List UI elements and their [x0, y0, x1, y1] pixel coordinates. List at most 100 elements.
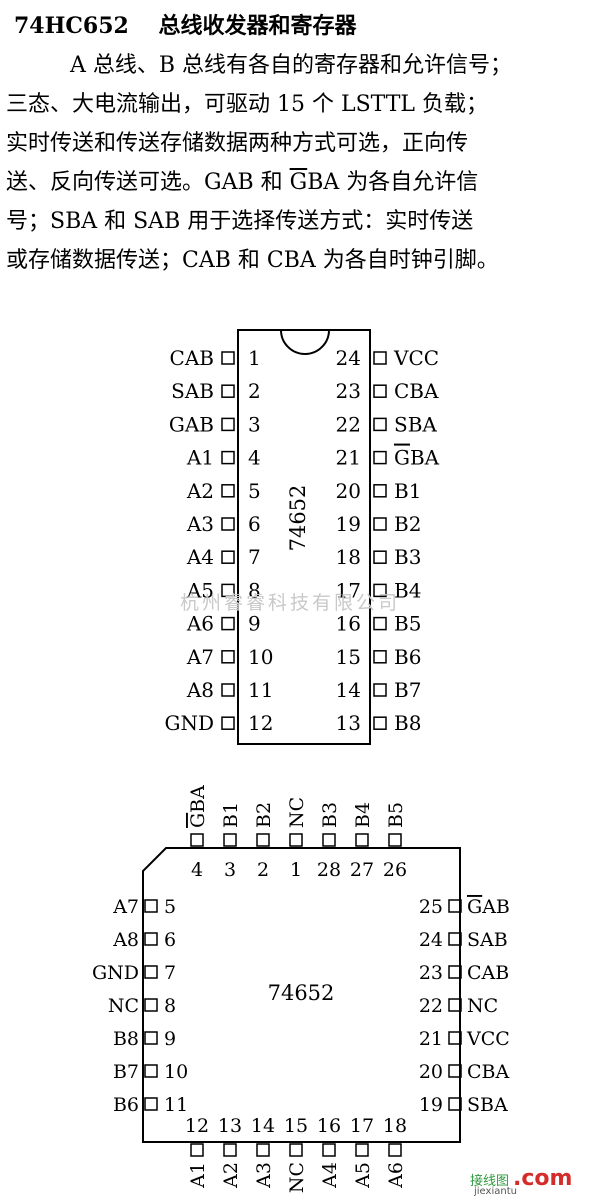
pin-number: 21: [336, 446, 361, 470]
pin-pad: [256, 1143, 270, 1157]
pin-pad: [373, 583, 387, 598]
pin-label: B2: [394, 512, 421, 536]
pin-number: 16: [317, 1115, 341, 1137]
pin-label: CAB: [170, 346, 214, 370]
pin-label: GND: [92, 962, 139, 984]
pin-label: A6: [385, 1162, 407, 1189]
pin-number: 19: [336, 512, 361, 536]
pin-pad: [448, 1097, 462, 1111]
pin-label: CBA: [394, 379, 439, 403]
description-line: 或存储数据传送；CAB 和 CBA 为各自时钟引脚。: [6, 248, 499, 273]
pin-number: 23: [419, 962, 443, 984]
description: A 总线、B 总线有各自的寄存器和允许信号； 三态、大电流输出，可驱动 15 个…: [6, 46, 588, 280]
pin-number: 19: [419, 1094, 443, 1116]
pin-pad: [448, 998, 462, 1012]
pin-number: 6: [248, 512, 261, 536]
pin-pad: [144, 965, 158, 979]
pin-pad: [373, 450, 387, 465]
pin-number: 11: [164, 1094, 188, 1116]
pin-pad: [388, 833, 402, 847]
pin-pad: [221, 650, 235, 664]
pin-pad: [221, 484, 235, 498]
pin-label: B8: [113, 1028, 139, 1050]
pin-label: NC: [286, 797, 308, 828]
site-logo: 接线图.com: [470, 1166, 572, 1191]
pin-label: VCC: [466, 1028, 510, 1050]
pin-number: 12: [185, 1115, 209, 1137]
pin-label: GAB: [169, 412, 214, 436]
pin-number: 20: [419, 1061, 443, 1083]
pin-pad: [223, 1143, 237, 1157]
pin-number: 16: [336, 612, 361, 636]
pin-label: NC: [286, 1162, 308, 1193]
pin-pad: [223, 833, 237, 847]
pin-label: A7: [112, 896, 139, 918]
pin-number: 15: [336, 645, 361, 669]
pin-label: A6: [186, 612, 214, 636]
pin-pad: [221, 616, 235, 631]
plcc-package: 74652 GBA4B13B22NC1B328B427B526A112A213A…: [92, 785, 510, 1193]
pin-number: 1: [248, 346, 261, 370]
pin-pad: [144, 1064, 158, 1078]
pin-number: 26: [383, 859, 407, 881]
site-logo-url: jiexiantu: [474, 1186, 517, 1197]
pin-number: 2: [248, 379, 261, 403]
pin-label: B7: [113, 1061, 139, 1083]
pin-label: NC: [467, 995, 498, 1017]
pin-number: 8: [248, 578, 261, 602]
pin-pad: [221, 583, 235, 598]
pin-number: 14: [336, 678, 361, 702]
pin-label: B1: [394, 479, 421, 503]
description-line: 实时传送和传送存储数据两种方式可选，正向传: [6, 131, 469, 156]
description-line-text: 送、反向传送可选。GAB 和: [6, 170, 290, 195]
dip-notch: [280, 329, 330, 355]
pin-label: A2: [186, 479, 214, 503]
pin-number: 8: [164, 995, 176, 1017]
pin-label: SBA: [394, 412, 437, 436]
pin-label: SAB: [467, 929, 508, 951]
pin-number: 6: [164, 929, 176, 951]
part-number: 74HC652: [14, 13, 129, 39]
pin-number: 12: [248, 711, 273, 735]
pin-pad: [289, 833, 303, 847]
pin-number: 10: [248, 645, 273, 669]
pin-label: B3: [319, 802, 341, 828]
pin-pad: [355, 1143, 369, 1157]
pin-number: 14: [251, 1115, 275, 1137]
pin-pad: [144, 1031, 158, 1045]
description-line-text: BA 为各自允许信: [307, 170, 479, 195]
pin-number: 13: [336, 711, 361, 735]
pin-label: GAB: [467, 896, 510, 918]
pin-label: A7: [186, 645, 214, 669]
watermark: 杭州睿睿科技有限公司: [180, 592, 401, 614]
pin-label: NC: [108, 995, 139, 1017]
pin-pad: [221, 517, 235, 531]
pin-number: 24: [419, 929, 443, 951]
pin-label: SBA: [467, 1094, 508, 1116]
pin-number: 5: [164, 896, 176, 918]
pin-pad: [448, 1064, 462, 1078]
pin-label: A1: [187, 1162, 209, 1189]
pin-label: B6: [394, 645, 421, 669]
pin-number: 22: [419, 995, 443, 1017]
description-line: 号；SBA 和 SAB 用于选择传送方式：实时传送: [6, 209, 474, 234]
pin-pad: [221, 550, 235, 564]
pin-pad: [373, 484, 387, 498]
pin-label: GBA: [187, 785, 209, 828]
pin-number: 23: [336, 379, 361, 403]
pin-number: 2: [257, 859, 269, 881]
pin-number: 28: [317, 859, 341, 881]
pin-pad: [144, 932, 158, 946]
pin-label: A2: [220, 1162, 242, 1189]
pin-number: 18: [383, 1115, 407, 1137]
pin-pad: [144, 998, 158, 1012]
pin-pad: [289, 1143, 303, 1157]
plcc-body: [142, 847, 461, 1143]
pin-number: 22: [336, 412, 361, 436]
pin-label: B1: [220, 802, 242, 828]
pin-pad: [144, 899, 158, 913]
pin-label: GND: [164, 711, 214, 735]
pin-label: CBA: [467, 1061, 510, 1083]
pin-pad: [355, 833, 369, 847]
